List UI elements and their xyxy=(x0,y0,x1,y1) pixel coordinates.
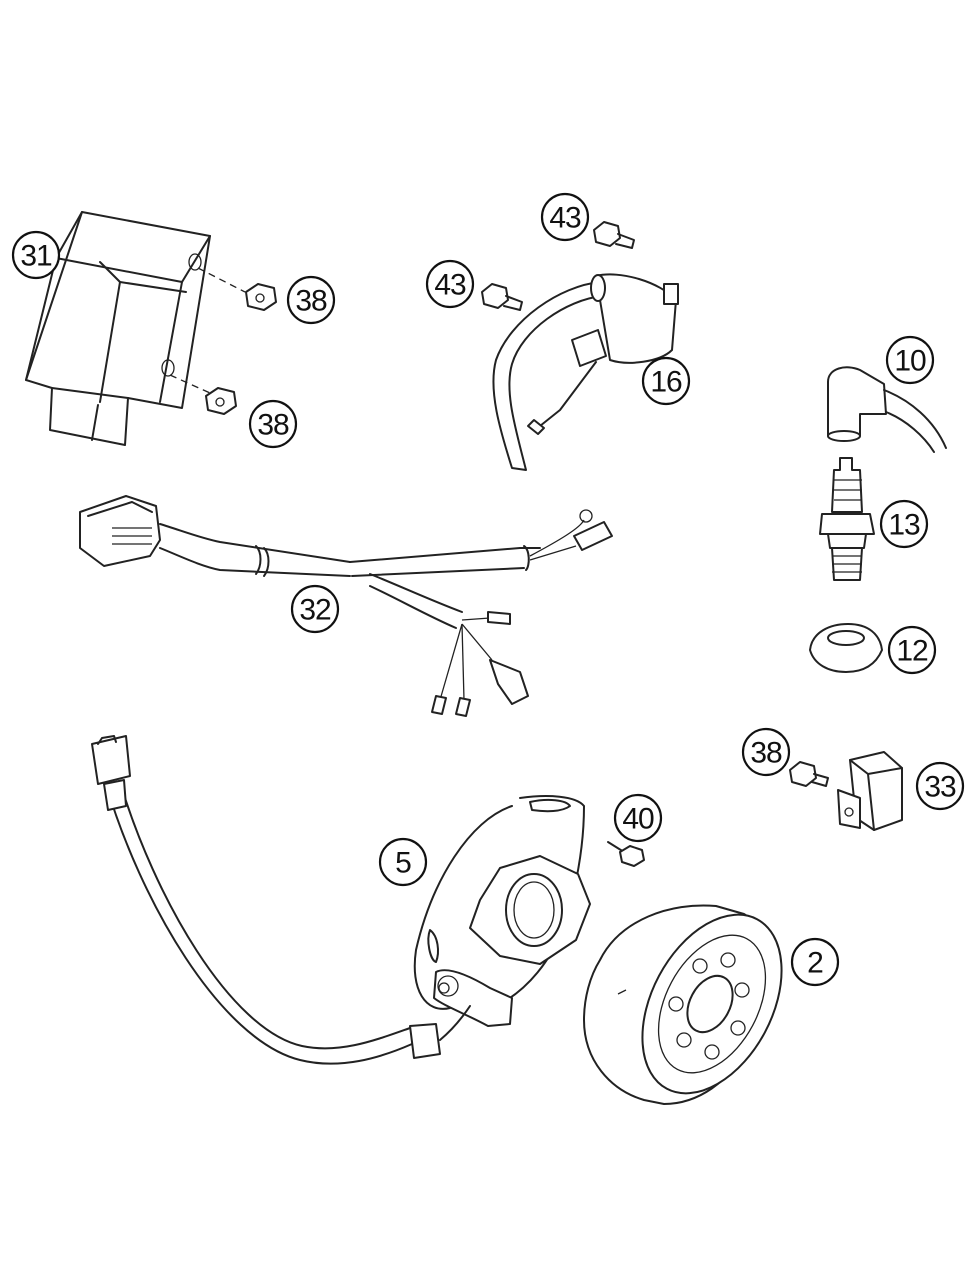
svg-text:32: 32 xyxy=(299,594,331,627)
callout-38-lower: 38 xyxy=(248,399,298,449)
callout-38-upper: 38 xyxy=(286,275,336,325)
svg-text:33: 33 xyxy=(924,771,956,804)
screw-43-upper xyxy=(593,221,635,249)
callout-38-relay: 38 xyxy=(741,727,791,777)
svg-text:40: 40 xyxy=(622,803,654,836)
svg-text:5: 5 xyxy=(395,847,411,880)
callout-43-left: 43 xyxy=(425,259,475,309)
callout-5: 5 xyxy=(378,837,428,887)
callout-13: 13 xyxy=(879,499,929,549)
callout-12: 12 xyxy=(887,625,937,675)
callout-10: 10 xyxy=(885,335,935,385)
spark-plug-cap-drawing xyxy=(827,366,947,453)
svg-text:38: 38 xyxy=(257,409,289,442)
svg-text:13: 13 xyxy=(888,509,920,542)
screw-43-left xyxy=(481,283,523,311)
svg-text:31: 31 xyxy=(20,240,52,273)
callout-32: 32 xyxy=(290,584,340,634)
svg-text:38: 38 xyxy=(295,285,327,318)
screw-38-relay xyxy=(789,761,829,787)
svg-text:16: 16 xyxy=(650,366,682,399)
callout-16: 16 xyxy=(641,356,691,406)
svg-text:10: 10 xyxy=(894,345,926,378)
stator-drawing xyxy=(413,795,591,1027)
callout-40: 40 xyxy=(613,793,663,843)
callout-2: 2 xyxy=(790,937,840,987)
stator-cable-drawing xyxy=(91,735,471,1065)
callout-33: 33 xyxy=(915,761,965,811)
ignition-coil-drawing xyxy=(492,273,679,471)
svg-text:2: 2 xyxy=(807,947,823,980)
svg-text:38: 38 xyxy=(750,737,782,770)
control-unit-drawing xyxy=(25,211,211,446)
wiring-harness-drawing xyxy=(79,495,613,717)
leader-line-38-upper xyxy=(197,267,246,293)
callout-31: 31 xyxy=(11,230,61,280)
screw-38-lower xyxy=(205,387,237,415)
screw-38-upper xyxy=(245,283,277,311)
rotor-drawing xyxy=(583,904,783,1105)
spark-plug-drawing xyxy=(819,457,875,581)
grommet-drawing xyxy=(809,623,883,673)
callout-43-upper: 43 xyxy=(540,192,590,242)
screw-40 xyxy=(607,841,645,867)
svg-text:43: 43 xyxy=(549,202,581,235)
relay-drawing xyxy=(837,751,903,831)
leader-line-38-lower xyxy=(169,374,211,394)
svg-text:12: 12 xyxy=(896,635,928,668)
svg-text:43: 43 xyxy=(434,269,466,302)
